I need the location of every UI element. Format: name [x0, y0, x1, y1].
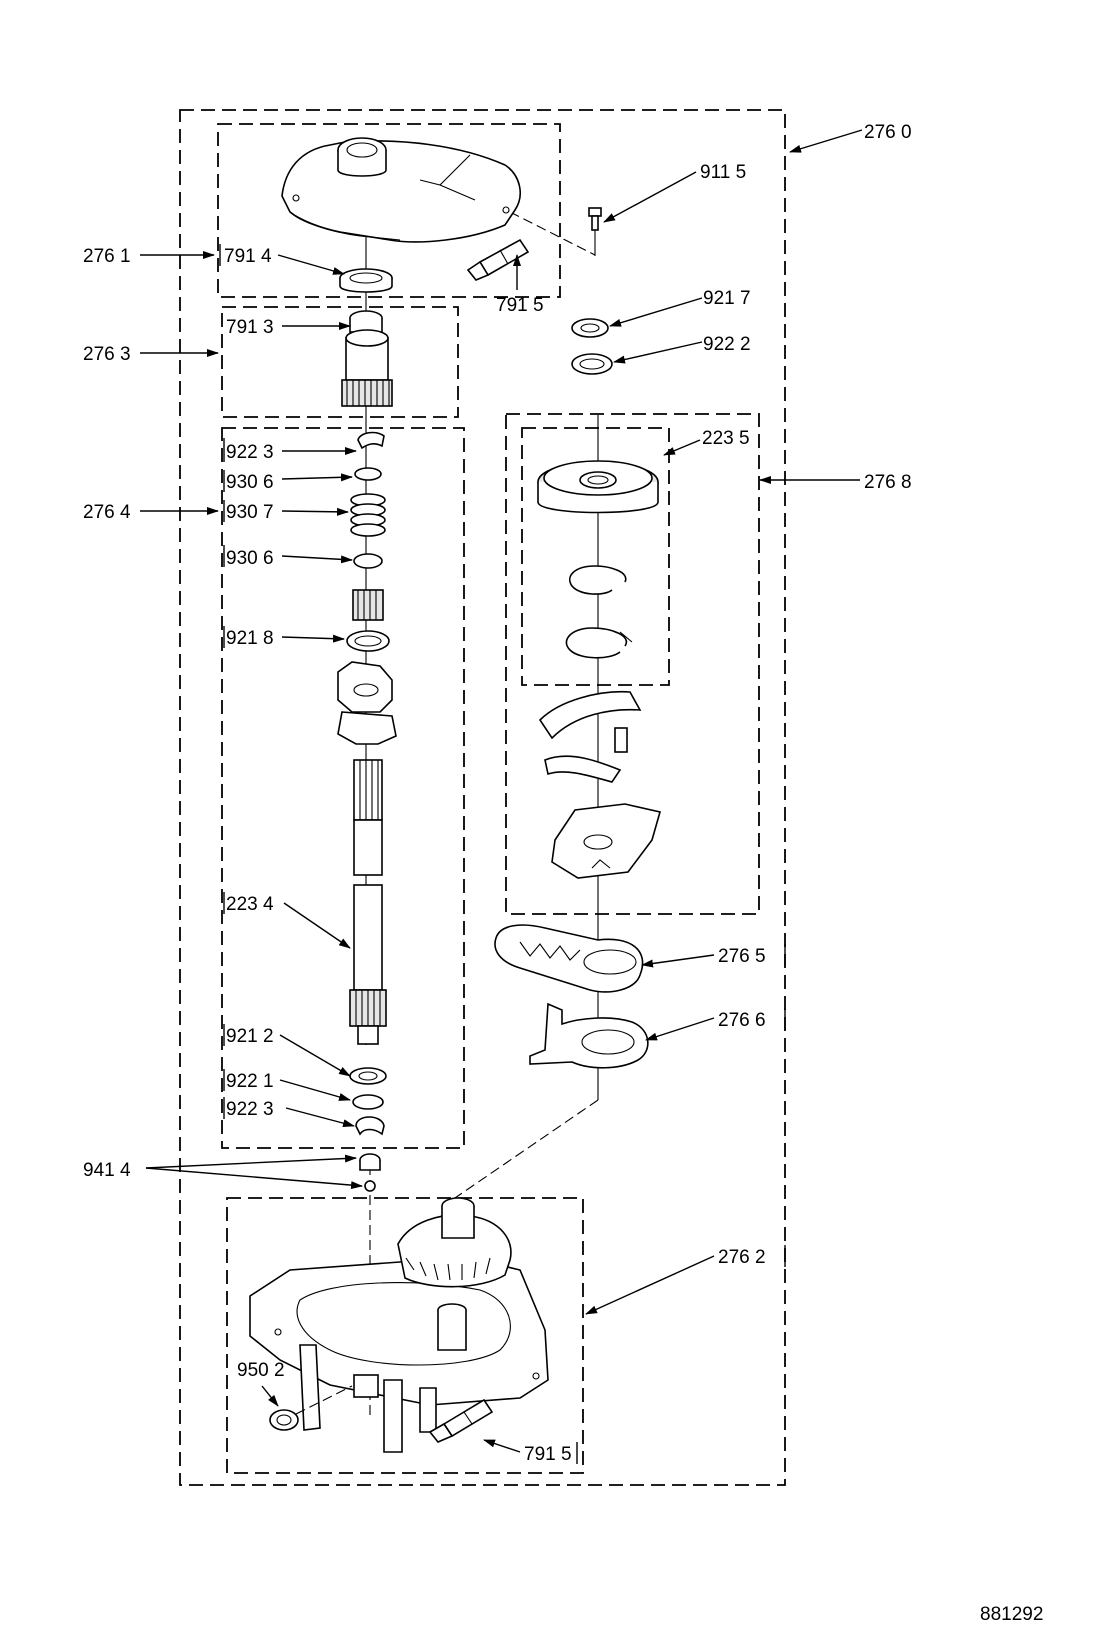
- label-9306-lower: 930 6: [226, 548, 274, 569]
- label-9414: 941 4: [83, 1160, 131, 1181]
- label-9221: 922 1: [226, 1071, 274, 1092]
- washer-9221: [352, 1094, 384, 1110]
- pinion-gear: [352, 589, 384, 621]
- label-2235: 223 5: [702, 428, 750, 449]
- spring-9307: [350, 493, 386, 537]
- label-2762: 276 2: [718, 1247, 766, 1268]
- assembly-box-2235: [521, 427, 670, 686]
- label-7915-lower: 791 5: [524, 1444, 572, 1465]
- label-9115: 911 5: [700, 162, 746, 183]
- label-2768: 276 8: [864, 472, 912, 493]
- brake-pin: [614, 727, 628, 753]
- right-to-gearcase-link: [451, 1099, 599, 1201]
- label-9222: 922 2: [703, 334, 751, 355]
- leader-lines: [140, 129, 863, 1453]
- label-9307: 930 7: [226, 502, 274, 523]
- brake-plate: [551, 803, 662, 879]
- label-tick-bars: [219, 244, 786, 1464]
- label-2766: 276 6: [718, 1010, 766, 1031]
- label-9306-upper: 930 6: [226, 472, 274, 493]
- washer-9306-lower: [353, 553, 383, 569]
- label-2234: 223 4: [226, 894, 274, 915]
- shaft-2234: [349, 759, 387, 1045]
- assembly-box-2763: [221, 306, 459, 418]
- washer-9217: [571, 318, 609, 338]
- label-9502: 950 2: [237, 1360, 285, 1381]
- label-7914: 791 4: [224, 246, 272, 267]
- screw-axis: [509, 211, 596, 256]
- shift-lever-2766: [529, 1002, 649, 1069]
- top-cover: [281, 137, 521, 243]
- label-7915-upper: 791 5: [496, 295, 544, 316]
- screw-9115: [588, 207, 602, 231]
- label-2763: 276 3: [83, 344, 131, 365]
- clutch-block: [337, 661, 397, 745]
- label-2760: 276 0: [864, 122, 912, 143]
- grease-tube-lower: [428, 1398, 494, 1443]
- split-ring-lower: [565, 627, 628, 659]
- drawing-reference-number: 881292: [980, 1604, 1043, 1625]
- label-9217: 921 7: [703, 288, 751, 309]
- assembly-box-2768: [505, 413, 760, 915]
- label-2764: 276 4: [83, 502, 131, 523]
- washer-9212: [349, 1067, 387, 1085]
- brake-shoe-upper: [538, 690, 642, 740]
- assembly-box-2762: [226, 1197, 584, 1474]
- assembly-box-2764: [221, 427, 465, 1149]
- seal-9502: [269, 1385, 353, 1431]
- washer-9222: [571, 353, 613, 375]
- retainer-9223-upper: [357, 431, 385, 450]
- label-9223-upper: 922 3: [226, 442, 274, 463]
- ball-9414: [364, 1180, 376, 1192]
- sleeve-7913: [341, 310, 393, 407]
- gearcase-2762: [249, 1197, 549, 1453]
- retainer-9223-lower: [355, 1116, 385, 1136]
- cover-arrow-mark: [419, 154, 476, 201]
- lever-2765: [494, 924, 644, 993]
- label-2761: 276 1: [83, 246, 131, 267]
- brake-shoe-lower: [544, 755, 622, 783]
- gear-2235: [537, 460, 659, 514]
- grease-tube-upper: [466, 238, 530, 281]
- split-ring-upper: [569, 565, 627, 595]
- assembly-box-2761: [217, 123, 561, 298]
- washer-9306-upper: [354, 467, 382, 481]
- label-9218: 921 8: [226, 628, 274, 649]
- assembly-box-2760: [179, 109, 786, 1486]
- label-7913: 791 3: [226, 317, 274, 338]
- washer-9218: [346, 630, 390, 652]
- label-9223-lower: 922 3: [226, 1099, 274, 1120]
- seal-7914: [339, 268, 393, 293]
- label-2765: 276 5: [718, 946, 766, 967]
- label-9212: 921 2: [226, 1026, 274, 1047]
